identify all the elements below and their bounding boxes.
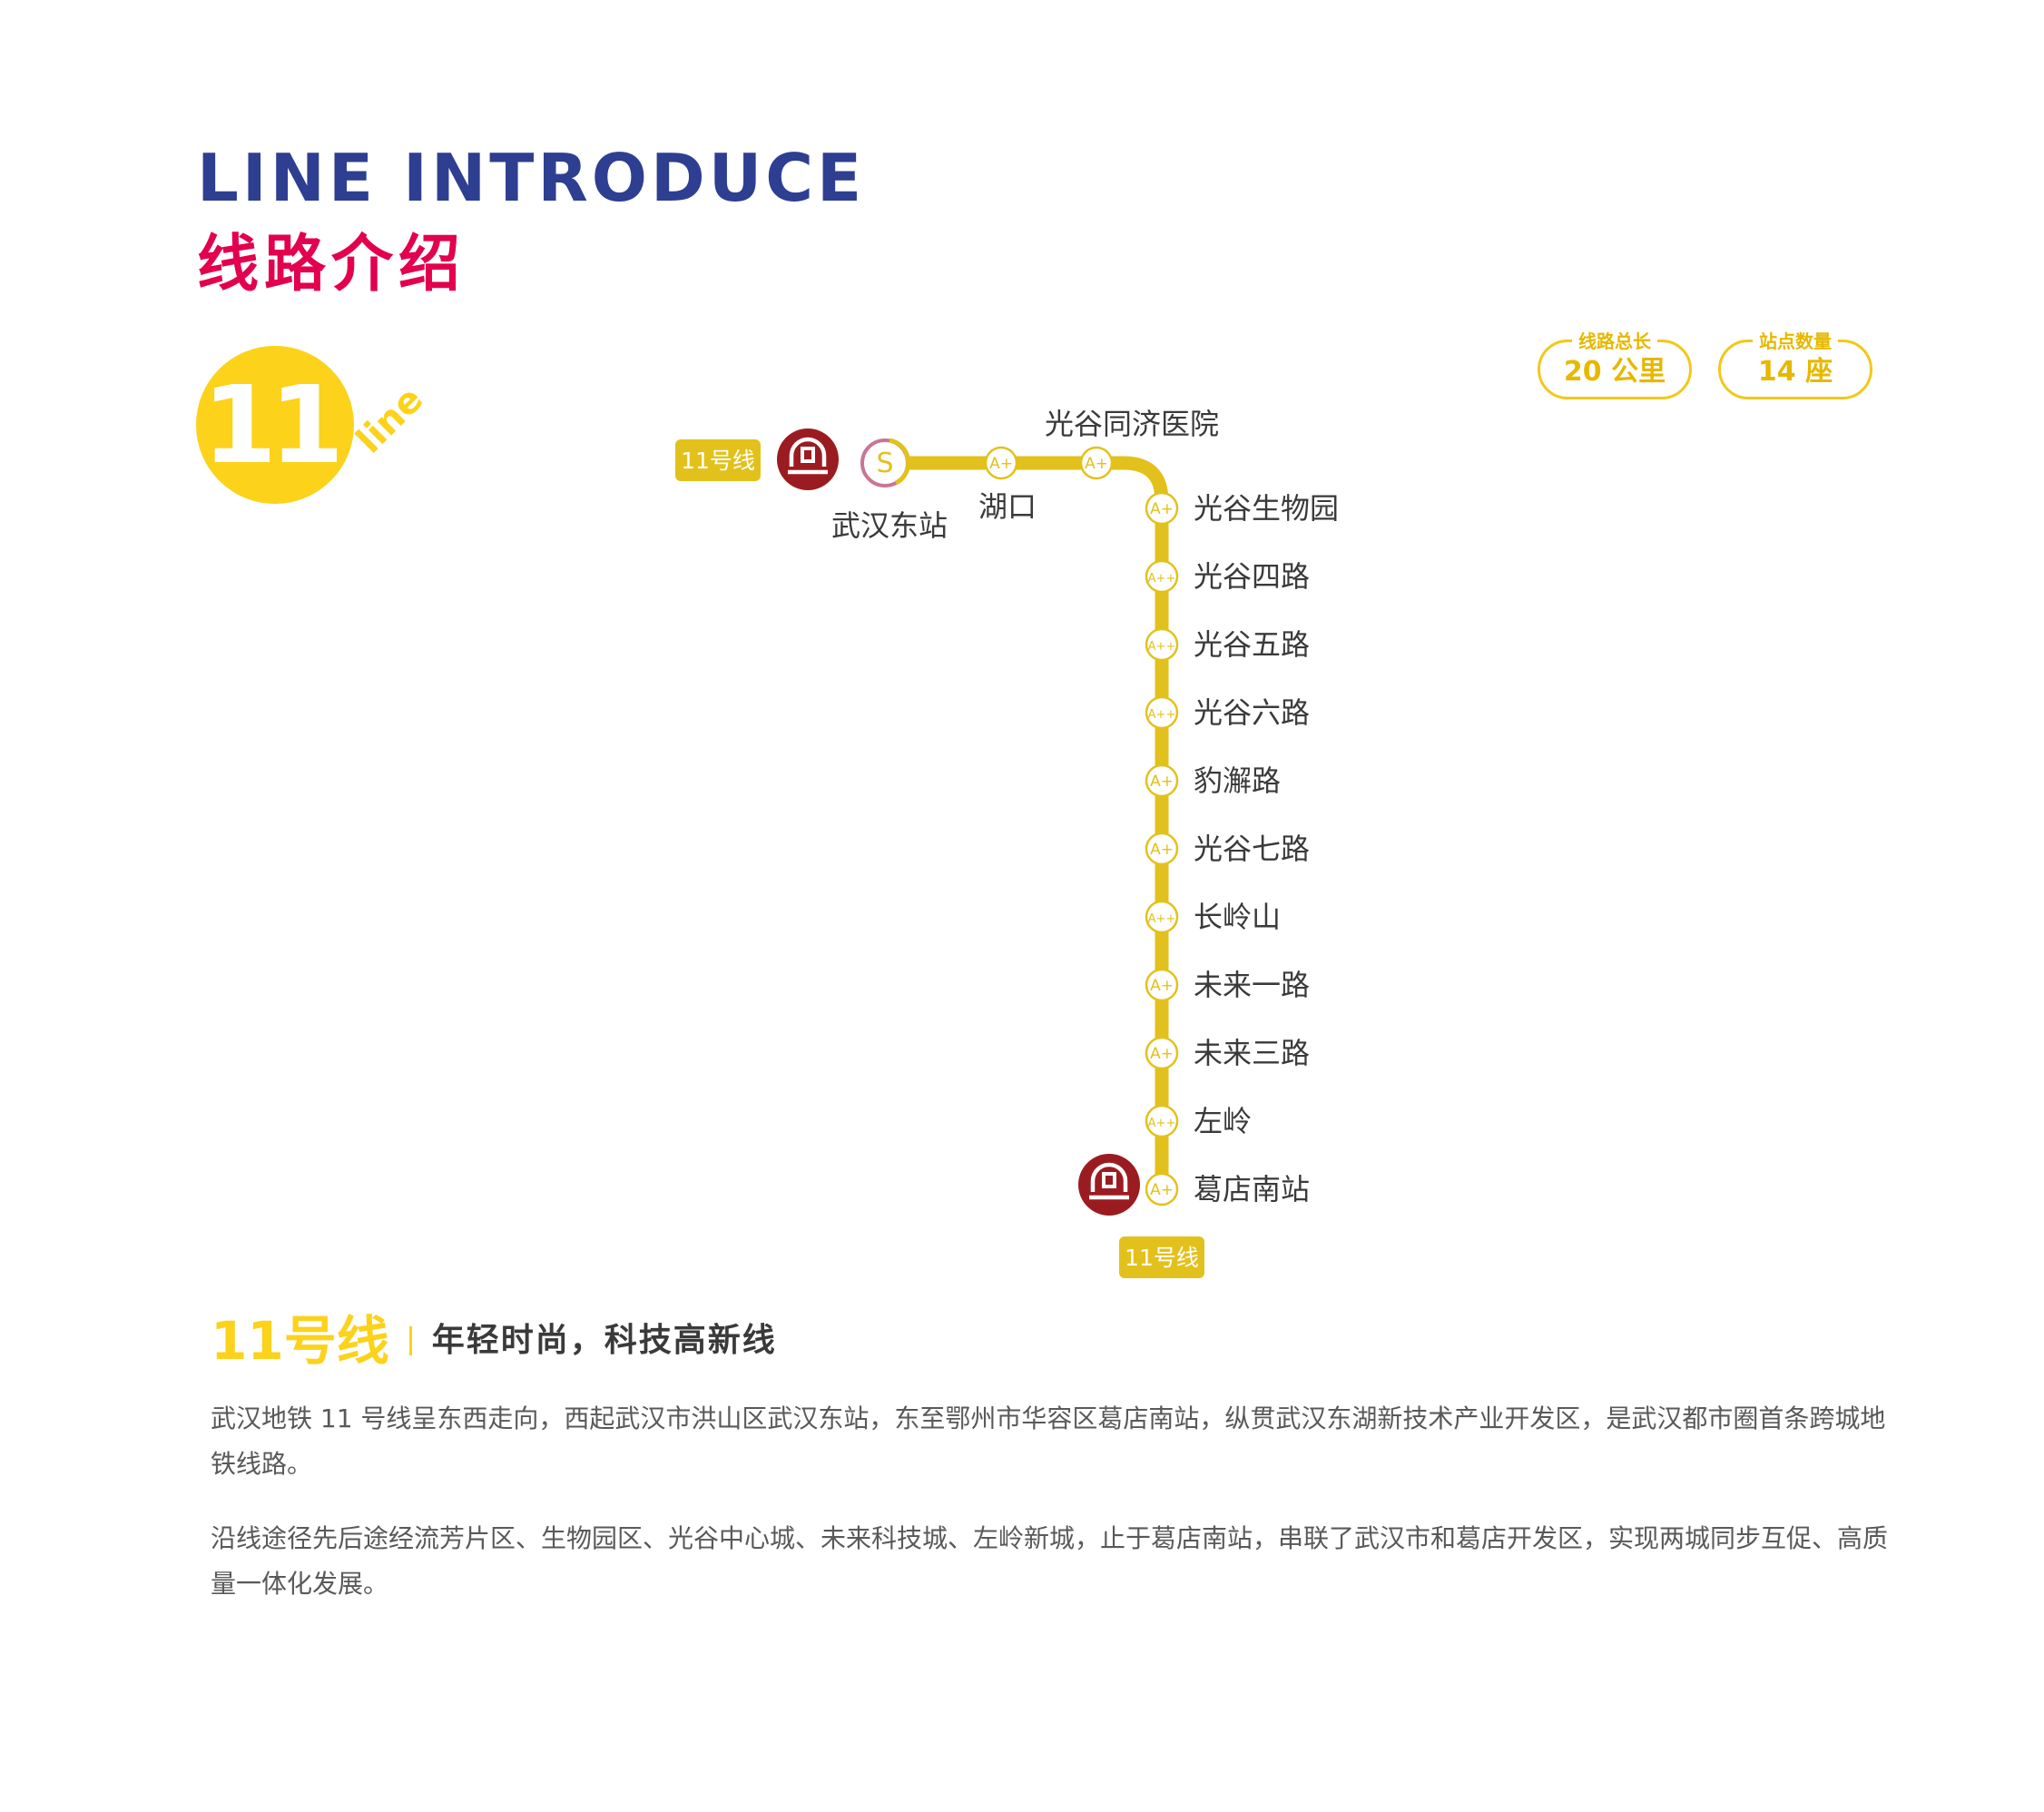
station-name: 左岭 bbox=[1194, 1104, 1252, 1138]
station-name: 光谷六路 bbox=[1194, 695, 1310, 730]
line-tag-end: 11号线 bbox=[1119, 1236, 1204, 1278]
transfer-arc-icon bbox=[889, 438, 911, 486]
station-grade: A+ bbox=[989, 455, 1013, 473]
summary-divider bbox=[408, 1326, 412, 1355]
station-grade: A++ bbox=[1148, 912, 1176, 926]
station: A+ 未来一路 bbox=[1145, 968, 1310, 1002]
station-grade: A++ bbox=[1148, 640, 1176, 654]
station-marker bbox=[1145, 1036, 1179, 1070]
station-grade: A+ bbox=[1150, 977, 1174, 995]
station-name: 葛店南站 bbox=[1194, 1172, 1310, 1206]
station: S 武汉东站 bbox=[831, 438, 948, 543]
station-marker bbox=[1079, 446, 1114, 480]
station-name: 光谷生物园 bbox=[1194, 491, 1339, 526]
station-name: 光谷七路 bbox=[1194, 832, 1310, 866]
route-line bbox=[878, 456, 1169, 1195]
route-map: S武汉东站A+湖口A+光谷同济医院A+光谷生物园A++光谷四路A++光谷五路A+… bbox=[675, 407, 1339, 1278]
station: A+ 豹澥路 bbox=[1145, 763, 1281, 798]
station-grade: S bbox=[876, 448, 893, 479]
station-name: 湖口 bbox=[978, 489, 1037, 524]
station-grade: A++ bbox=[1148, 1117, 1176, 1130]
station-name: 光谷五路 bbox=[1194, 627, 1310, 662]
stat-line-length-value: 20 公里 bbox=[1563, 356, 1666, 388]
line-tag-end-text: 11号线 bbox=[1125, 1245, 1199, 1271]
station-name: 未来一路 bbox=[1194, 968, 1310, 1002]
station-name: 未来三路 bbox=[1194, 1036, 1310, 1070]
station: A+ 光谷七路 bbox=[1145, 832, 1310, 866]
heading-english: LINE INTRODUCE bbox=[197, 140, 866, 216]
station-name: 长岭山 bbox=[1194, 900, 1281, 934]
station-marker bbox=[1145, 491, 1179, 526]
station-name: 武汉东站 bbox=[831, 508, 948, 543]
station: A+ 未来三路 bbox=[1145, 1036, 1310, 1070]
station-name: 豹澥路 bbox=[1194, 763, 1281, 798]
line-tag-end-box bbox=[1119, 1236, 1204, 1278]
station: A++ 光谷五路 bbox=[1145, 627, 1310, 662]
railway-station-icon bbox=[777, 428, 839, 490]
heading-chinese: 线路介绍 bbox=[197, 229, 467, 300]
station-marker bbox=[1145, 968, 1179, 1002]
station-marker bbox=[1145, 763, 1179, 798]
station-marker bbox=[984, 446, 1018, 480]
station-marker bbox=[1145, 900, 1179, 934]
stations-layer: S武汉东站A+湖口A+光谷同济医院A+光谷生物园A++光谷四路A++光谷五路A+… bbox=[831, 407, 1339, 1206]
station: A+ 湖口 bbox=[978, 446, 1037, 524]
station-marker bbox=[1145, 1172, 1179, 1206]
station-grade: A++ bbox=[1148, 708, 1176, 722]
station: A+ 葛店南站 bbox=[1145, 1172, 1310, 1206]
line-number-badge: 11 bbox=[196, 346, 354, 504]
station-grade: A+ bbox=[1085, 455, 1108, 473]
summary-paragraph: 武汉地铁 11 号线呈东西走向，西起武汉市洪山区武汉东站，东至鄂州市华容区葛店南… bbox=[211, 1403, 1886, 1479]
station-grade: A+ bbox=[1150, 1181, 1174, 1199]
station-grade: A++ bbox=[1148, 572, 1176, 586]
station-name: 光谷四路 bbox=[1194, 559, 1310, 594]
line-number: 11 bbox=[201, 362, 344, 487]
line-tag-start: 11号线 bbox=[675, 439, 761, 481]
station-grade: A+ bbox=[1150, 841, 1174, 859]
station: A++ 光谷四路 bbox=[1145, 559, 1310, 594]
station: A++ 光谷六路 bbox=[1145, 695, 1310, 730]
station: A+ 光谷同济医院 bbox=[1045, 407, 1219, 480]
station-marker bbox=[1145, 627, 1179, 662]
station-marker bbox=[1145, 695, 1179, 730]
stat-line-length-label: 线路总长 bbox=[1572, 329, 1657, 354]
railway-station-icon bbox=[1078, 1154, 1140, 1216]
station-name: 光谷同济医院 bbox=[1045, 407, 1219, 441]
stat-line-length: 线路总长 20 公里 bbox=[1538, 329, 1692, 399]
summary-paragraph: 沿线途径先后途经流芳片区、生物园区、光谷中心城、未来科技城、左岭新城，止于葛店南… bbox=[211, 1523, 1889, 1599]
line-tag-start-text: 11号线 bbox=[681, 448, 755, 474]
summary-slogan: 年轻时尚，科技高新线 bbox=[431, 1322, 777, 1359]
summary-title: 11号线 年轻时尚，科技高新线 bbox=[211, 1315, 777, 1367]
stat-station-count-value: 14 座 bbox=[1757, 356, 1833, 388]
station-marker bbox=[1145, 1104, 1179, 1138]
station-marker bbox=[1145, 832, 1179, 866]
stat-station-count: 站点数量 14 座 bbox=[1718, 329, 1872, 399]
station-grade: A+ bbox=[1150, 500, 1174, 518]
line-tag-start-box bbox=[675, 439, 761, 481]
station-grade: A+ bbox=[1150, 773, 1174, 791]
station-grade: A+ bbox=[1150, 1045, 1174, 1063]
station: A++ 长岭山 bbox=[1145, 900, 1281, 934]
station: A++ 左岭 bbox=[1145, 1104, 1252, 1138]
station-marker bbox=[1145, 559, 1179, 594]
summary-line-name: 11号线 bbox=[211, 1310, 389, 1372]
station: A+ 光谷生物园 bbox=[1145, 491, 1339, 526]
stat-station-count-label: 站点数量 bbox=[1753, 329, 1838, 354]
